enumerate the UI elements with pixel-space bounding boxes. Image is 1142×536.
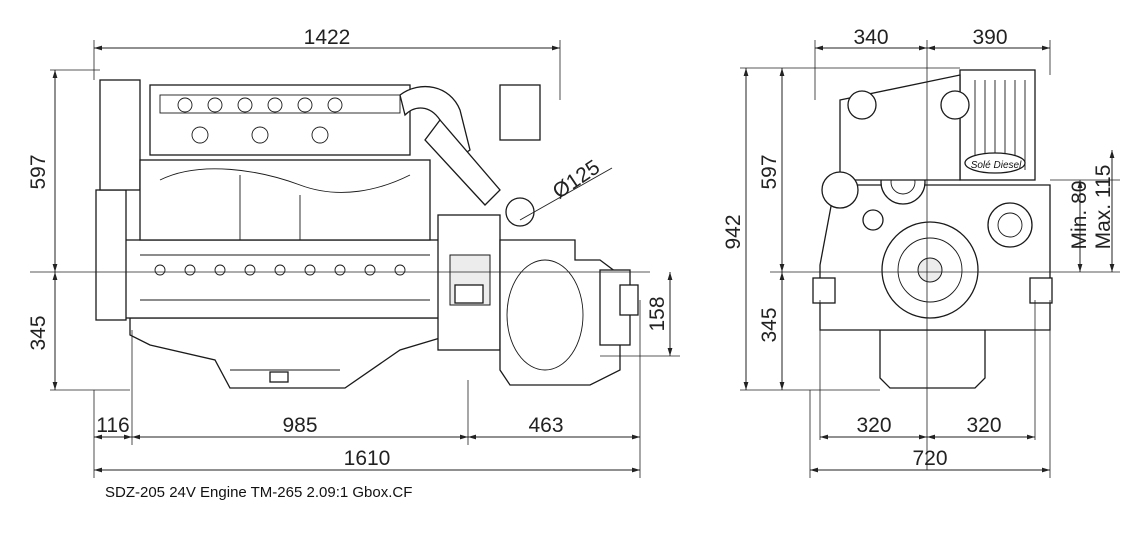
- dim-front-height-above: 597: [758, 154, 781, 189]
- dim-exhaust-diameter: Ø125: [549, 156, 604, 204]
- dim-top-left-width: 340: [853, 26, 888, 49]
- side-view-engine: [95, 79, 639, 389]
- dim-front-overhang: 116: [96, 414, 129, 437]
- drawing-caption: SDZ-205 24V Engine TM-265 2.09:1 Gbox.CF: [105, 484, 413, 501]
- dim-total-height: 942: [722, 214, 745, 249]
- dim-gearbox-length: 463: [528, 414, 563, 437]
- dim-engine-length: 985: [282, 414, 317, 437]
- dim-gearbox-offset: 158: [646, 296, 669, 331]
- dim-side-height-below: 345: [27, 315, 50, 350]
- dim-mount-right: 320: [966, 414, 1001, 437]
- dim-mount-left: 320: [856, 414, 891, 437]
- dim-min-angle: Min. 80: [1068, 181, 1091, 250]
- dim-side-height-above: 597: [27, 154, 50, 189]
- dim-total-width: 720: [912, 447, 947, 470]
- front-view-dimensions: 340 390 942 597 345 Min. 80 Max. 115 320…: [722, 26, 1120, 478]
- dim-front-height-below: 345: [758, 307, 781, 342]
- dim-top-right-width: 390: [972, 26, 1007, 49]
- dim-total-length: 1610: [344, 447, 391, 470]
- dim-overall-top-length: 1422: [304, 26, 351, 49]
- front-view-engine: [812, 69, 1053, 389]
- brand-label: Solé Diesel: [971, 160, 1022, 171]
- dim-max-angle: Max. 115: [1092, 165, 1115, 250]
